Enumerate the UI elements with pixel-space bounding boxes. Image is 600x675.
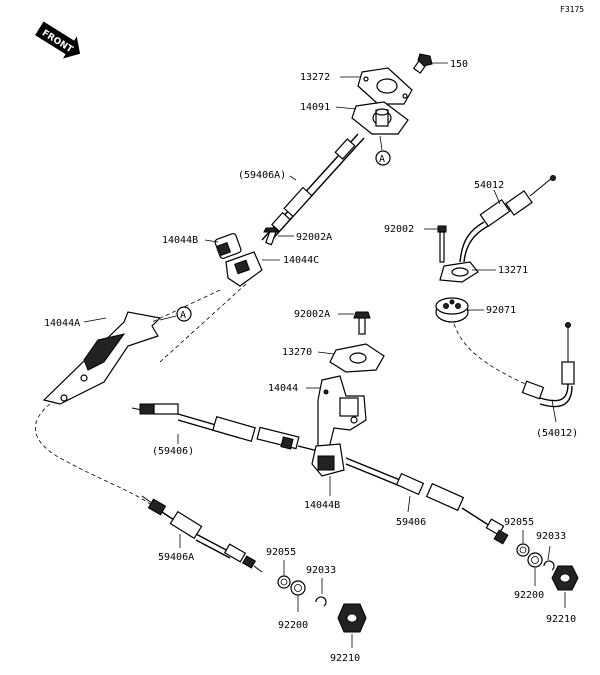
lockwasher-92033-right [543,560,555,571]
label-13270: 13270 [282,347,312,358]
grommet-92071 [435,297,469,323]
label-59406-paren: (59406) [152,446,194,457]
gasket-13272 [357,67,413,105]
washer-92200-left [290,580,306,596]
label-150: 150 [450,59,468,70]
ref-marker-a-top [375,150,391,166]
label-92210-right: 92210 [546,614,576,625]
cable-59406-right [345,457,509,545]
label-92200-left: 92200 [278,620,308,631]
bracket-14044A [42,311,162,405]
label-92200-right: 92200 [514,590,544,601]
bolt-150 [412,53,433,74]
gasket-13271 [439,261,479,283]
label-92055-left: 92055 [266,547,296,558]
clamp-14044B-upper [214,233,242,259]
label-59406A: 59406A [158,552,194,563]
label-14044B-bot: 14044B [304,500,340,511]
washer-92055-left [277,575,291,589]
bracket-14091 [351,101,409,135]
ref-marker-a-mid [176,306,192,322]
label-14044C: 14044C [283,255,319,266]
bolt-92002A-top [263,227,279,246]
label-92002A-mid: 92002A [294,309,330,320]
gasket-13270 [329,343,385,373]
label-54012: 54012 [474,180,504,191]
label-92071: 92071 [486,305,516,316]
clamp-14044B-lower [311,443,345,477]
svg-text:A: A [379,154,385,165]
label-13271: 13271 [498,265,528,276]
cable-54012 [459,175,556,263]
cable-59406-middle [131,403,323,453]
label-92210-left: 92210 [330,653,360,664]
label-14044A: 14044A [44,318,80,329]
clamp-14044C [225,251,263,287]
lockwasher-92033-left [315,596,327,607]
washer-92055-right [516,543,530,557]
bolt-92002A-mid [353,311,371,335]
bracket-14044 [317,375,367,461]
label-59406: 59406 [396,517,426,528]
svg-text:A: A [180,310,186,321]
front-arrow-icon: FRONT [35,21,81,59]
cable-54012-end [521,322,575,408]
label-92055-right: 92055 [504,517,534,528]
label-14091: 14091 [300,102,330,113]
bolt-92002 [437,225,447,263]
label-13272: 13272 [300,72,330,83]
label-54012-paren: (54012) [536,428,578,439]
label-14044B-top: 14044B [162,235,198,246]
label-92002: 92002 [384,224,414,235]
label-59406A-paren: (59406A) [238,170,286,181]
nut-92210-left [337,603,367,633]
label-92033-right: 92033 [536,531,566,542]
washer-92200-right [527,552,543,568]
label-14044: 14044 [268,383,298,394]
nut-92210-right [551,565,579,591]
label-92002A-top: 92002A [296,232,332,243]
cable-59406A-upper [261,133,365,245]
diagram-code: F3175 [560,5,584,14]
label-92033-left: 92033 [306,565,336,576]
cable-59406A-lower [141,495,263,573]
